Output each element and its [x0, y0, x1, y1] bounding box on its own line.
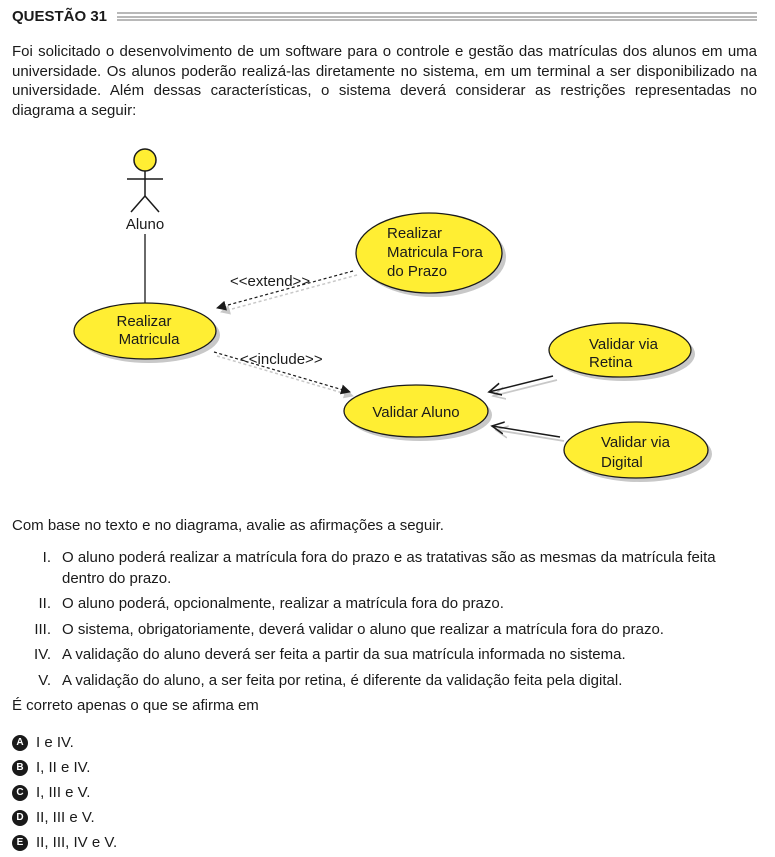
option-d[interactable]: D II, III e V. [12, 807, 117, 828]
usecase-label-line: Matricula [119, 331, 181, 348]
statement-text: A validação do aluno, a ser feita por re… [62, 671, 623, 689]
include-relation: <<include>> [213, 351, 354, 399]
statements-list: I. O aluno poderá realizar a matrícula f… [12, 548, 757, 696]
usecase-label-line: Validar Aluno [372, 404, 459, 421]
statement-text: O sistema, obrigatoriamente, deverá vali… [62, 620, 664, 638]
actor-aluno: Aluno [126, 148, 164, 233]
generalization-digital-arrow [492, 426, 561, 438]
question-title: QUESTÃO 31 [12, 8, 108, 25]
option-letter-badge: E [12, 834, 28, 851]
usecase-ellipse [73, 302, 217, 360]
question-prompt: É correto apenas o que se afirma em [12, 697, 259, 714]
statement-text: O aluno poderá, opcionalmente, realizar … [62, 595, 504, 612]
option-b[interactable]: B I, II e IV. [12, 757, 117, 778]
generalization-digital [492, 426, 565, 442]
option-a[interactable]: A I e IV. [12, 732, 117, 753]
usecase-label-line: Validar via [601, 434, 671, 451]
usecase-fora-prazo: Realizar Matricula Fora do Prazo [355, 212, 506, 297]
statement-item: V. A validação do aluno, a ser feita por… [12, 671, 757, 692]
statement-number: IV. [34, 646, 51, 663]
usecase-validar-aluno: Validar Aluno [343, 384, 492, 441]
intro-paragraph: Foi solicitado o desenvolvimento de um s… [12, 43, 757, 120]
statement-item: I. O aluno poderá realizar a matrícula f… [12, 548, 757, 589]
generalization-retina-shadow [493, 379, 558, 396]
include-shadow [216, 355, 354, 399]
usecase-ellipse [355, 212, 503, 294]
statement-number: III. [34, 620, 51, 638]
include-label: <<include>> [240, 351, 323, 368]
option-c[interactable]: C I, III e V. [12, 782, 117, 803]
option-text: I e IV. [36, 734, 74, 751]
actor-label: Aluno [126, 216, 164, 233]
include-arrow [213, 351, 351, 395]
usecase-label-line: Retina [589, 354, 633, 371]
answer-options: A I e IV. B I, II e IV. C I, III e V. D … [12, 732, 117, 857]
statement-number: II. [38, 595, 51, 612]
usecase-label-line: do Prazo [387, 263, 447, 280]
usecase-ellipse [343, 384, 489, 438]
usecase-label-line: Realizar [116, 313, 171, 330]
usecase-validar-retina: Validar via Retina [548, 322, 695, 381]
usecase-ellipse [563, 421, 709, 479]
header-rule [117, 12, 757, 21]
statements-lead: Com base no texto e no diagrama, avalie … [12, 517, 444, 534]
statement-item: II. O aluno poderá, opcionalmente, reali… [12, 594, 757, 615]
usecase-ellipse [548, 322, 692, 378]
usecase-validar-digital: Validar via Digital [563, 421, 712, 482]
statement-text: A validação do aluno deverá ser feita a … [62, 646, 626, 663]
option-text: I, III e V. [36, 784, 91, 801]
extend-shadow [220, 274, 358, 315]
actor-leg-right [144, 195, 160, 213]
option-text: II, III, IV e V. [36, 834, 118, 851]
statement-text: O aluno poderá realizar a matrícula fora… [62, 549, 716, 587]
option-e[interactable]: E II, III, IV e V. [12, 832, 117, 853]
statement-number: V. [38, 671, 51, 689]
statement-item: III. O sistema, obrigatoriamente, deverá… [12, 620, 757, 641]
use-case-diagram: Aluno <<extend>> <<include>> Realizar Ma… [73, 148, 712, 482]
actor-head [133, 148, 157, 172]
extend-arrow [216, 270, 354, 311]
option-letter-badge: C [12, 784, 28, 801]
extend-relation: <<extend>> [216, 270, 358, 315]
generalization-digital-shadow [496, 430, 565, 442]
statement-item: IV. A validação do aluno deverá ser feit… [12, 645, 757, 666]
usecase-label-line: Matricula Fora [387, 244, 484, 261]
usecase-label-line: Digital [601, 454, 643, 471]
actor-leg-left [130, 195, 146, 213]
statement-number: I. [42, 549, 51, 566]
usecase-label-line: Validar via [589, 336, 659, 353]
usecase-label-line: Realizar [387, 225, 442, 242]
extend-label: <<extend>> [230, 273, 310, 290]
option-text: I, II e IV. [36, 759, 91, 776]
generalization-retina [489, 375, 558, 396]
generalization-retina-arrow [489, 375, 554, 392]
option-text: II, III e V. [36, 809, 95, 826]
usecase-realizar-matricula: Realizar Matricula [73, 302, 220, 363]
option-letter-badge: D [12, 809, 28, 826]
option-letter-badge: B [12, 759, 28, 776]
option-letter-badge: A [12, 734, 28, 751]
